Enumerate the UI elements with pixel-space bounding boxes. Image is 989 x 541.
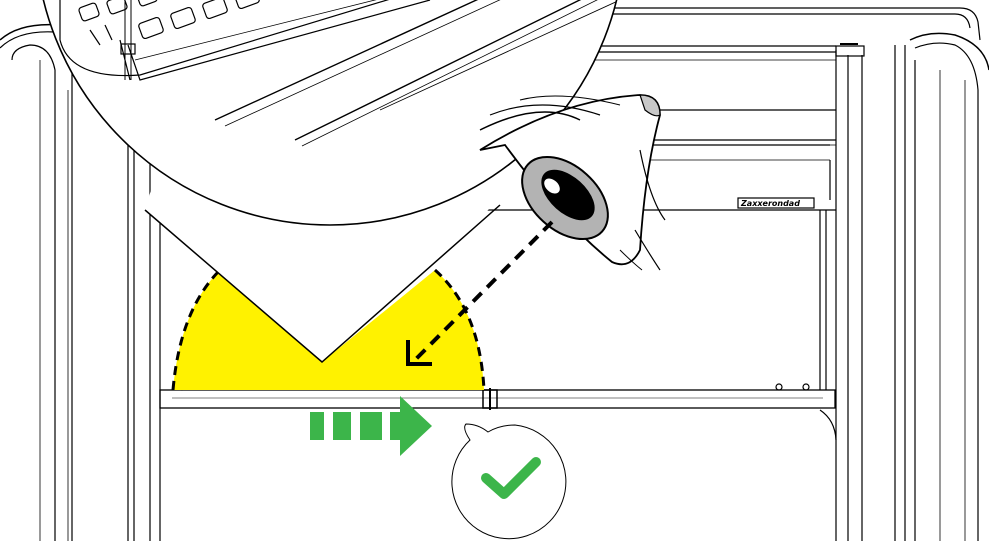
brand-label: Zaxxerondad xyxy=(740,199,800,208)
check-icon xyxy=(481,457,541,499)
magnifier-lens xyxy=(42,0,621,226)
arrow-right-icon xyxy=(310,396,432,456)
eye-icon xyxy=(479,94,666,271)
printer-frame xyxy=(0,7,989,541)
check-bubble xyxy=(451,423,567,540)
sight-line-arrow xyxy=(406,220,554,366)
